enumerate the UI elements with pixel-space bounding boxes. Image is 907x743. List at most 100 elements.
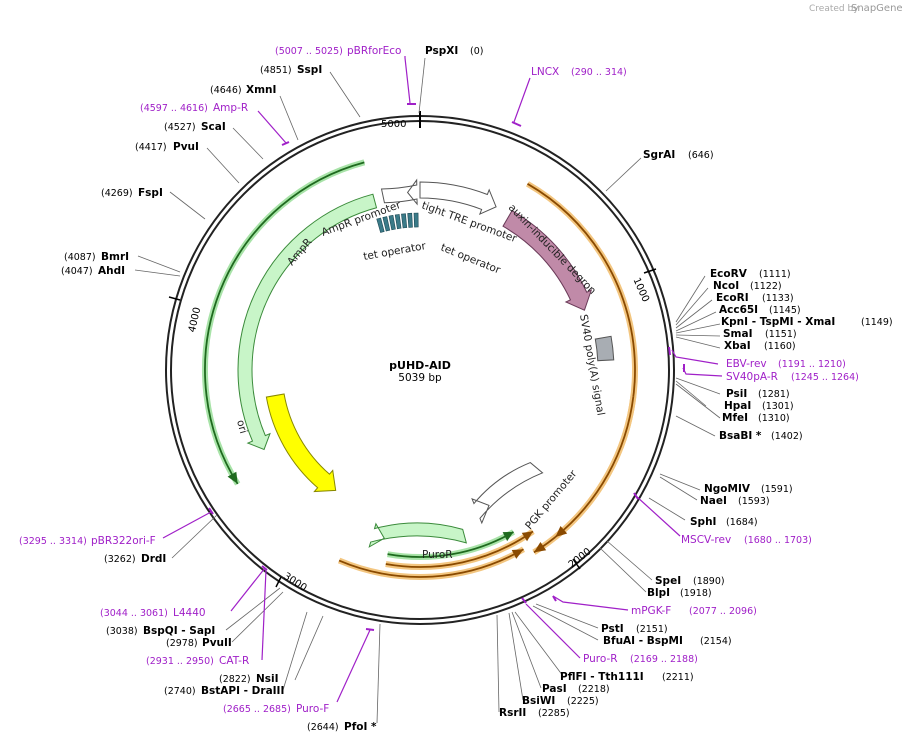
enzyme-xmni-pos: (4646) [210, 85, 242, 96]
enzyme-ecori[interactable]: EcoRI [716, 292, 749, 304]
enzyme-ngomiv[interactable]: NgoMIV [704, 483, 751, 495]
enzyme-ecorv[interactable]: EcoRV [710, 268, 748, 280]
enzyme-rsrii-pos: (2285) [538, 708, 570, 719]
enzyme-ecori-pos: (1133) [762, 293, 794, 304]
enzyme-sphi[interactable]: SphI [690, 516, 716, 528]
feature-pgk-promoter[interactable] [471, 461, 544, 525]
primer-cat-r[interactable]: CAT-R [219, 655, 249, 667]
tet-operator-block [407, 212, 413, 228]
enzyme-pvui[interactable]: PvuI [173, 141, 199, 153]
enzyme-pfoi[interactable]: PfoI * [344, 721, 377, 733]
enzyme-sgrai[interactable]: SgrAI [643, 149, 675, 161]
label-puror: PuroR [422, 549, 453, 561]
enzyme-bspqi-sapi[interactable]: BspQI - SapI [143, 625, 215, 637]
tet-operator-block [376, 217, 385, 233]
primer-mpgk-f[interactable]: mPGK-F [631, 605, 671, 617]
enzyme-sphi-pos: (1684) [726, 517, 758, 528]
enzyme-bstapi-draiii[interactable]: BstAPI - DraIII [201, 685, 284, 697]
tet-operator-block [382, 216, 391, 232]
feature-sv40-polya-signal[interactable] [594, 335, 615, 362]
primer-l4440-pos: (3044 .. 3061) [100, 608, 168, 619]
enzyme-rsrii[interactable]: RsrII [499, 707, 526, 719]
enzyme-bsiwi-pos: (2225) [567, 696, 599, 707]
enzyme-drdi[interactable]: DrdI [141, 553, 166, 565]
enzyme-kpni-tspmi-xmai[interactable]: KpnI - TspMI - XmaI [721, 316, 835, 328]
orf-arrowhead [521, 531, 533, 542]
feature-tight-tre-promoter[interactable] [419, 181, 497, 216]
enzyme-sspi[interactable]: SspI [297, 64, 322, 76]
enzyme-psti[interactable]: PstI [601, 623, 624, 635]
label-ori: ori [234, 419, 249, 435]
tet-operator-block [413, 212, 419, 228]
tick-4000-mark [168, 296, 181, 301]
tick-1000-mark [643, 268, 657, 274]
enzyme-psii[interactable]: PsiI [726, 388, 747, 400]
enzyme-ahdi[interactable]: AhdI [98, 265, 125, 277]
plasmid-size: 5039 bp [398, 372, 442, 384]
enzyme-mfei[interactable]: MfeI [722, 412, 748, 424]
enzyme-bsiwi[interactable]: BsiWI [522, 695, 555, 707]
enzyme-bfuai-bspmi[interactable]: BfuAI - BspMI [603, 635, 683, 647]
enzyme-ecorv-pos: (1111) [759, 269, 791, 280]
feature-auxin-inducible-degron[interactable] [502, 209, 593, 311]
enzyme-hpai-pos: (1301) [762, 401, 794, 412]
enzyme-pasi[interactable]: PasI [542, 683, 567, 695]
orf-arrowheads [227, 471, 568, 559]
enzyme-pspxi[interactable]: PspXI [425, 45, 458, 57]
enzyme-spei[interactable]: SpeI [655, 575, 681, 587]
enzyme-scai[interactable]: ScaI [201, 121, 226, 133]
primer-pbr322ori-f-pos: (3295 .. 3314) [19, 536, 87, 547]
enzyme-bmri[interactable]: BmrI [101, 251, 129, 263]
primer-puro-r[interactable]: Puro-R [583, 653, 618, 665]
enzyme-naei[interactable]: NaeI [700, 495, 727, 507]
enzyme-sspi-pos: (4851) [260, 65, 292, 76]
primer-amp-r[interactable]: Amp-R [213, 102, 248, 114]
enzyme-xmni[interactable]: XmnI [246, 84, 276, 96]
orf-arrowhead [533, 542, 547, 553]
enzyme-pvuii[interactable]: PvuII [202, 637, 232, 649]
feature-tet-operators[interactable] [376, 212, 419, 233]
enzyme-ngomiv-pos: (1591) [761, 484, 793, 495]
enzyme-xbai[interactable]: XbaI [724, 340, 751, 352]
primer-l4440[interactable]: L4440 [173, 607, 206, 619]
orf-arrowhead [502, 531, 514, 542]
enzyme-acc65i-pos: (1145) [769, 305, 801, 316]
enzyme-blpi[interactable]: BlpI [647, 587, 670, 599]
enzyme-fspi[interactable]: FspI [138, 187, 163, 199]
enzyme-naei-pos: (1593) [738, 496, 770, 507]
primer-mscv-rev[interactable]: MSCV-rev [681, 534, 731, 546]
enzyme-acc65i[interactable]: Acc65I [719, 304, 758, 316]
enzyme-ncoi-pos: (1122) [750, 281, 782, 292]
enzyme-ahdi-pos: (4047) [61, 266, 93, 277]
enzyme-nsii[interactable]: NsiI [256, 673, 279, 685]
primer-leaders [162, 56, 723, 703]
feature-puror[interactable] [368, 522, 468, 548]
enzyme-bsabi[interactable]: BsaBI * [719, 430, 762, 442]
enzyme-pfoi-pos: (2644) [307, 722, 339, 733]
primer-ebv-rev[interactable]: EBV-rev [726, 358, 767, 370]
enzyme-drdi-pos: (3262) [104, 554, 136, 565]
enzyme-pasi-pos: (2218) [578, 684, 610, 695]
primer-sv40pa-r[interactable]: SV40pA-R [726, 371, 778, 383]
snapgene-logo-text: SnapGene [851, 3, 903, 14]
primer-lncx[interactable]: LNCX [531, 66, 559, 78]
primer-puro-f[interactable]: Puro-F [296, 703, 329, 715]
primer-pbrforeco[interactable]: pBRforEco [347, 45, 401, 57]
enzyme-spei-pos: (1890) [693, 576, 725, 587]
enzyme-ncoi[interactable]: NcoI [713, 280, 739, 292]
label-tet-operator-1: tet operator [362, 240, 427, 263]
tick-5000: 5000 [381, 119, 406, 130]
primer-pbr322ori-f[interactable]: pBR322ori-F [91, 535, 156, 547]
feature-ori[interactable] [265, 393, 337, 493]
tick-4000: 4000 [187, 306, 203, 333]
label-auxin-inducible-degron: auxin-inducible degron [506, 202, 598, 297]
enzyme-smai[interactable]: SmaI [723, 328, 753, 340]
credit-text: Created by [809, 4, 859, 14]
feature-ampr-promoter[interactable] [380, 178, 418, 206]
enzyme-hpai[interactable]: HpaI [724, 400, 751, 412]
feature-ampr[interactable] [237, 193, 378, 451]
orf-arc-2 [554, 396, 635, 538]
orf-arrowhead [555, 526, 568, 538]
enzyme-bfuai-bspmi-pos: (2154) [700, 636, 732, 647]
enzyme-pflfi-tth111i[interactable]: PflFI - Tth111I [560, 671, 644, 683]
